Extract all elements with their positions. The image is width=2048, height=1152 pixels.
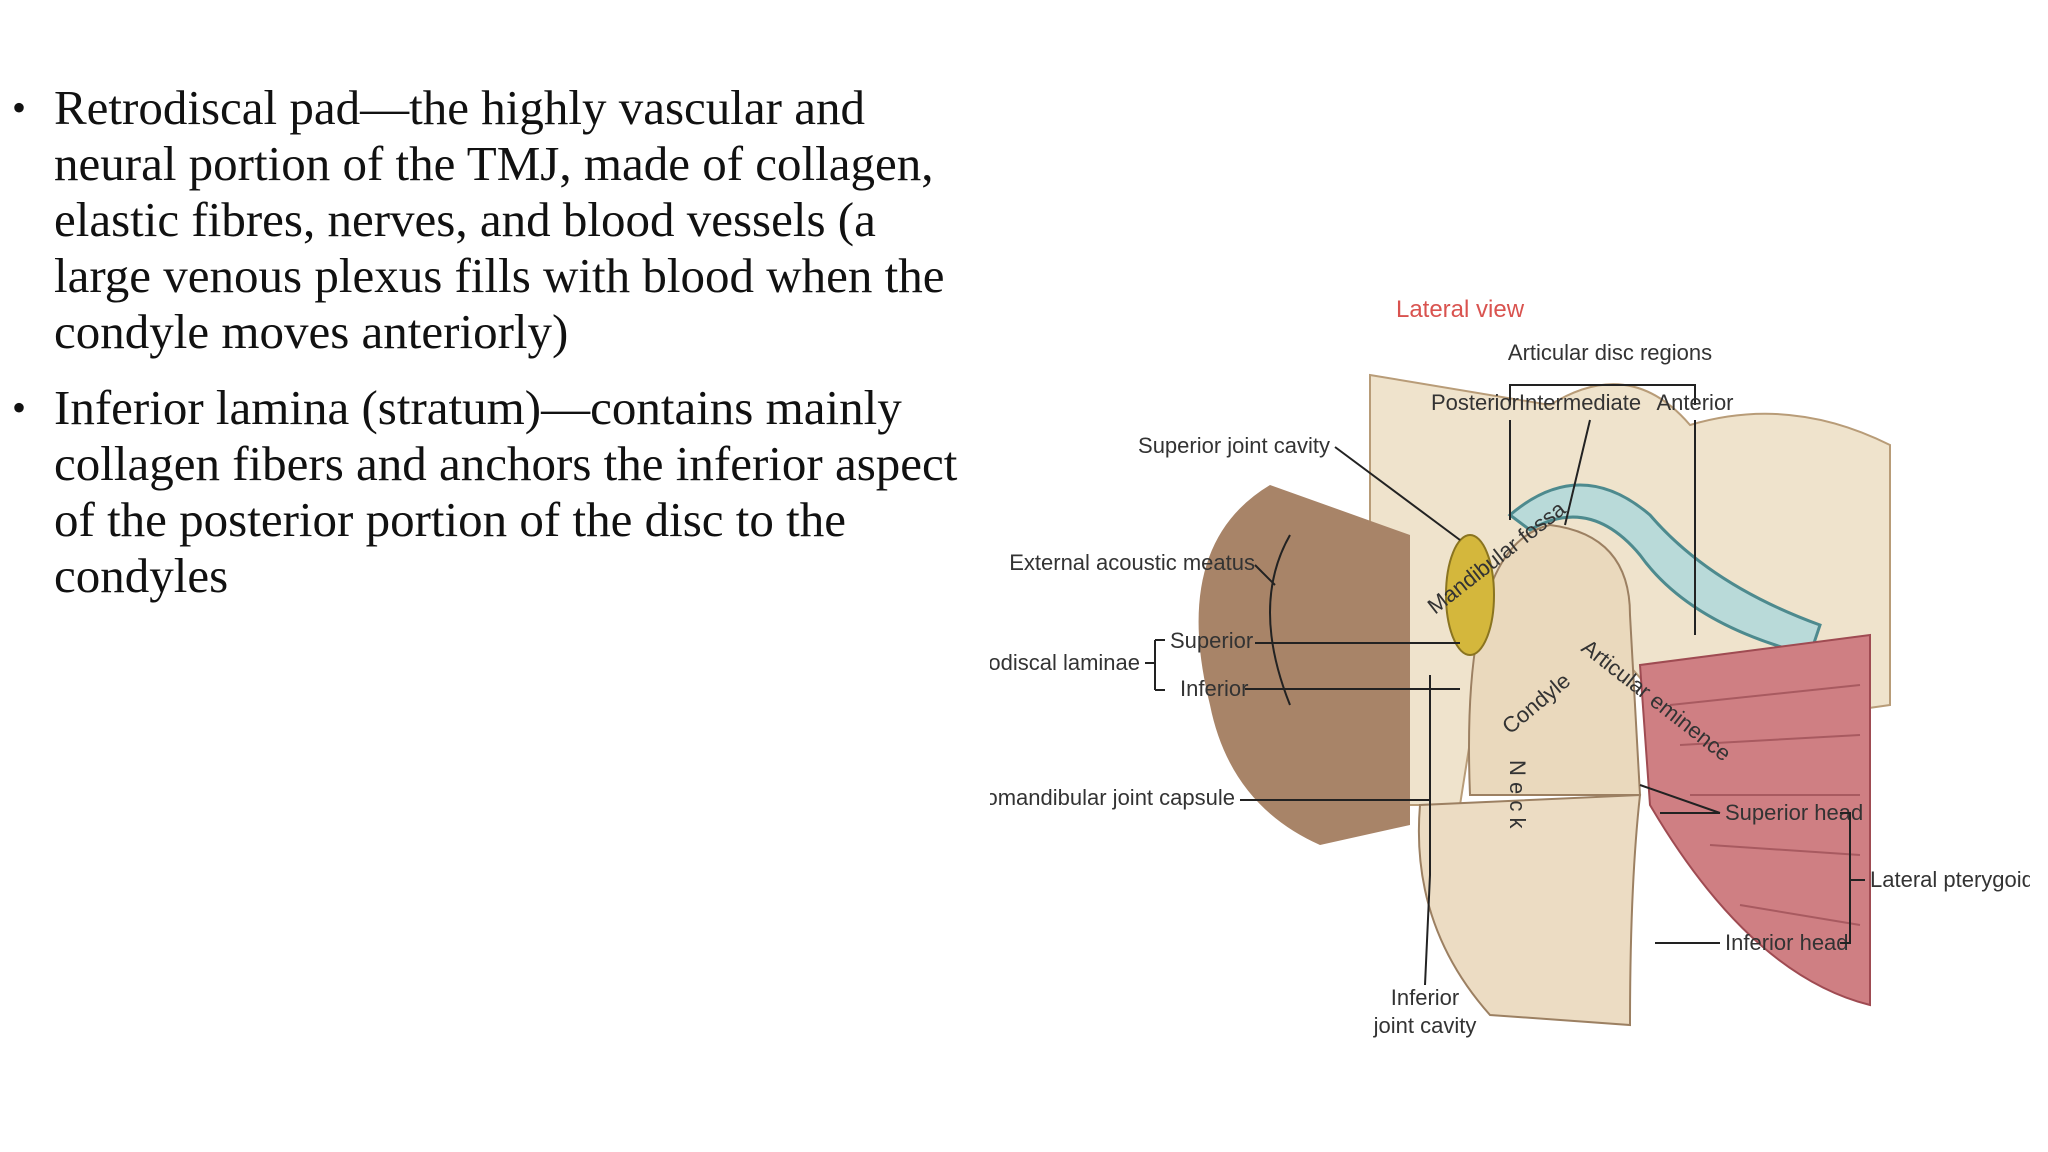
- lateral-pterygoid-bracket: [1840, 812, 1865, 944]
- posterior-label: Posterior: [1431, 390, 1519, 415]
- lateral-view-label: Lateral view: [1396, 296, 1525, 323]
- anterior-label: Anterior: [1656, 390, 1733, 415]
- neck-label: N e c k: [1505, 760, 1530, 829]
- bullet-text: Inferior lamina (stratum)—contains mainl…: [54, 380, 958, 603]
- lateral-pterygoid-label: Lateral pterygoid: [1870, 867, 2030, 892]
- superior-joint-cavity-label: Superior joint cavity: [1138, 433, 1330, 458]
- retrodiscal-superior-label: Superior: [1170, 628, 1253, 653]
- disc-regions-label: Articular disc regions: [1508, 340, 1712, 365]
- intermediate-label: Intermediate: [1519, 390, 1641, 415]
- pterygoid-head-leaders: [1639, 784, 1721, 944]
- tmj-lateral-view-figure: Lateral view Articular disc regions Post…: [990, 296, 2030, 1038]
- inferior-joint-cavity-label-1: Inferior: [1391, 985, 1459, 1010]
- bullet-text: Retrodiscal pad—the highly vascular and …: [54, 80, 945, 359]
- bullet-dot-icon: •: [12, 85, 27, 130]
- meatus-shadow: [1269, 534, 1291, 706]
- inferior-joint-cavity-leader: [1424, 675, 1431, 986]
- meatus-leader: [1254, 564, 1276, 586]
- bullet-retrodiscal-pad: • Retrodiscal pad—the highly vascular an…: [0, 80, 980, 360]
- inferior-joint-cavity-label-2: joint cavity: [1373, 1013, 1477, 1038]
- retrodiscal-pad: [1445, 534, 1495, 656]
- bullet-list: • Retrodiscal pad—the highly vascular an…: [0, 80, 980, 624]
- tmj-capsule-label: Temporomandibular joint capsule: [990, 785, 1235, 810]
- external-ear-region: [1198, 485, 1410, 845]
- external-acoustic-meatus-label: External acoustic meatus: [1009, 550, 1255, 575]
- disc-regions-bracket: [1509, 384, 1696, 405]
- bullet-inferior-lamina: • Inferior lamina (stratum)—contains mai…: [0, 380, 980, 604]
- inferior-head-label: Inferior head: [1725, 930, 1849, 955]
- bullet-dot-icon: •: [12, 385, 27, 430]
- mandibular-condyle: [1468, 523, 1642, 796]
- retrodiscal-bracket: [1145, 639, 1165, 691]
- retrodiscal-laminae-label: Retrodiscal laminae: [990, 650, 1140, 675]
- disc-region-leaders: [1509, 419, 1696, 635]
- mandible-ramus: [1417, 793, 1642, 1027]
- lateral-pterygoid-muscle: [1638, 633, 1871, 1007]
- retrodiscal-inferior-label: Inferior: [1180, 676, 1248, 701]
- articular-disc: [1507, 483, 1822, 657]
- superior-joint-cavity-leader: [1334, 446, 1461, 541]
- muscle-fibres: [1669, 684, 1861, 926]
